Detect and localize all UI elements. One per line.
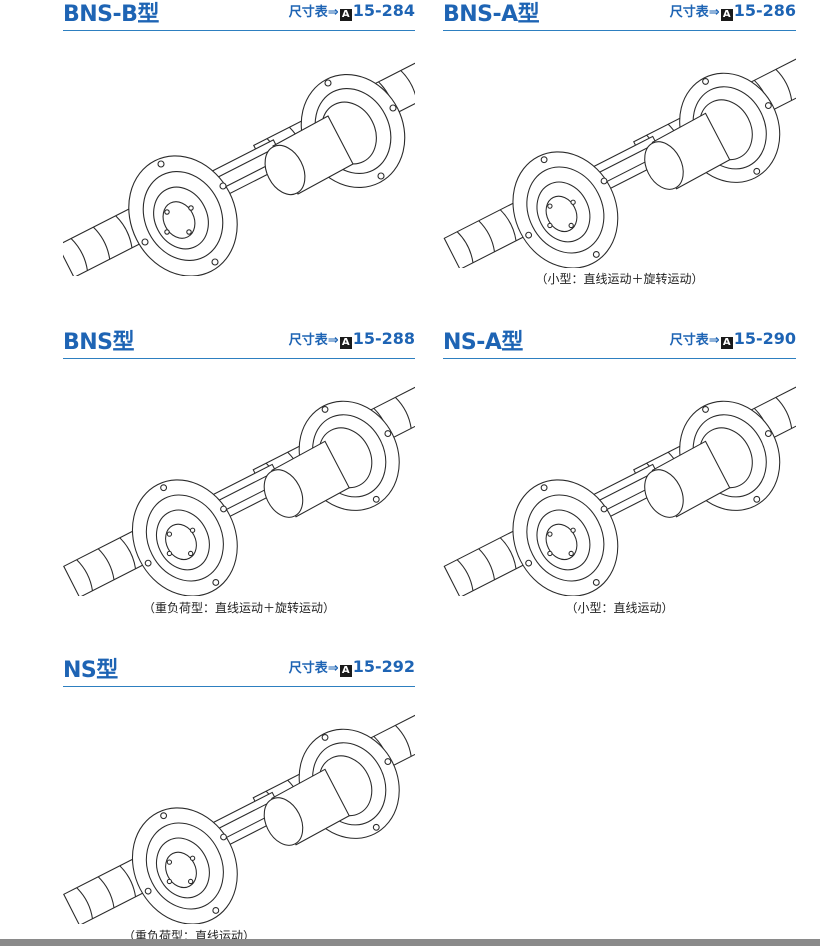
section-a-icon: A bbox=[720, 337, 733, 349]
line-art-illustration bbox=[443, 53, 796, 268]
ref-prefix: 尺寸表⇒ bbox=[669, 333, 720, 348]
ref-number: 15-292 bbox=[352, 657, 415, 676]
panel-caption: （重负荷型：直线运动＋旋转运动） bbox=[142, 601, 335, 615]
ref-number: 15-290 bbox=[733, 329, 796, 348]
line-art-illustration bbox=[63, 54, 415, 276]
ref-number: 15-288 bbox=[352, 329, 415, 348]
product-drawing-ns-a bbox=[443, 364, 796, 596]
ref-prefix: 尺寸表⇒ bbox=[669, 5, 720, 20]
panel-title: BNS-A型 bbox=[443, 2, 540, 27]
line-art-illustration bbox=[63, 709, 415, 924]
product-drawing-ns bbox=[63, 692, 415, 924]
panel-title: NS-A型 bbox=[443, 330, 523, 355]
ref-prefix: 尺寸表⇒ bbox=[288, 661, 339, 676]
ref-number: 15-284 bbox=[352, 1, 415, 20]
section-a-icon: A bbox=[339, 9, 352, 21]
section-a-icon: A bbox=[720, 9, 733, 21]
panel-caption: （小型：直线运动） bbox=[565, 601, 674, 615]
product-drawing-bns bbox=[63, 364, 415, 596]
section-a-icon: A bbox=[339, 665, 352, 677]
ref-number: 15-286 bbox=[733, 1, 796, 20]
page-footer-bar bbox=[0, 939, 820, 946]
product-drawing-bns-a bbox=[443, 36, 796, 268]
product-drawing-bns-b bbox=[63, 36, 415, 276]
panel-title: NS型 bbox=[63, 658, 118, 683]
line-art-illustration bbox=[63, 381, 415, 596]
panel-title: BNS-B型 bbox=[63, 2, 159, 27]
section-a-icon: A bbox=[339, 337, 352, 349]
line-art-illustration bbox=[443, 381, 796, 596]
panel-title: BNS型 bbox=[63, 330, 135, 355]
ref-prefix: 尺寸表⇒ bbox=[288, 333, 339, 348]
panel-caption: （小型：直线运动＋旋转运动） bbox=[535, 272, 704, 286]
ref-prefix: 尺寸表⇒ bbox=[288, 5, 339, 20]
